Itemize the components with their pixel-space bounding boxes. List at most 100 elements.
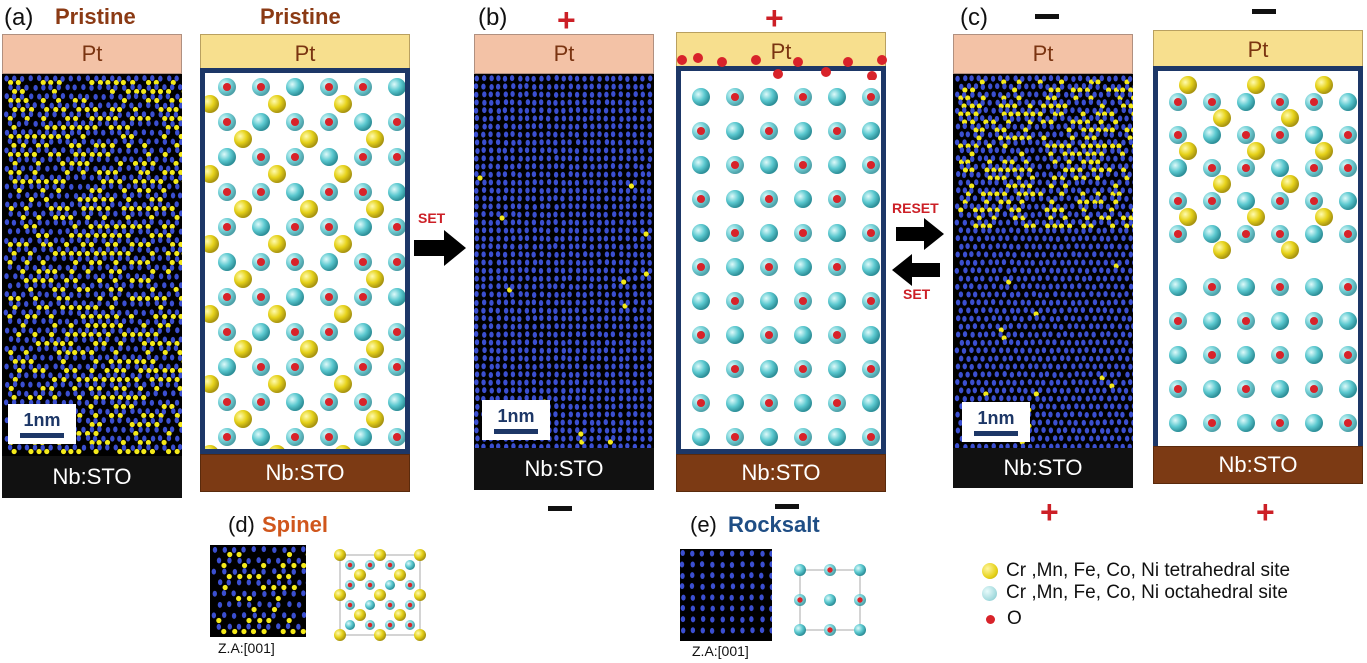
blue-atom-column: [1001, 259, 1007, 266]
blue-atom-column: [1066, 355, 1071, 362]
blue-atom-column: [618, 139, 623, 146]
blue-atom-column: [21, 363, 26, 370]
yellow-atom-column: [170, 313, 176, 320]
blue-atom-column: [1109, 307, 1114, 314]
blue-atom-column: [481, 211, 486, 218]
yellow-atom-column: [987, 191, 993, 197]
blue-atom-column: [1125, 99, 1130, 106]
blue-atom-column: [29, 183, 34, 190]
octahedral-atom: [726, 394, 744, 412]
yellow-atom-column: [132, 160, 139, 167]
blue-atom-column: [1127, 443, 1132, 448]
blue-atom-column: [1102, 211, 1108, 218]
blue-atom-column: [646, 139, 652, 146]
blue-atom-column: [596, 363, 601, 370]
blue-atom-column: [216, 557, 222, 564]
blue-atom-column: [1056, 395, 1062, 402]
blue-atom-column: [958, 355, 964, 362]
oxygen-atom: [324, 117, 334, 127]
blue-atom-column: [632, 307, 637, 314]
blue-atom-column: [619, 387, 624, 394]
blue-atom-column: [597, 91, 602, 98]
blue-atom-column: [509, 75, 515, 82]
blue-atom-column: [1106, 91, 1111, 98]
panel-c-model-bottom-plus-sign: +: [1256, 494, 1275, 530]
blue-atom-column: [553, 147, 558, 154]
blue-atom-column: [597, 123, 602, 130]
blue-atom-column: [639, 187, 645, 194]
blue-atom-column: [525, 123, 530, 130]
blue-atom-column: [1085, 219, 1090, 226]
blue-atom-column: [296, 557, 301, 564]
blue-atom-column: [133, 327, 139, 334]
blue-atom-column: [496, 291, 502, 298]
oxygen-atom: [1173, 97, 1183, 107]
blue-atom-column: [603, 179, 608, 186]
yellow-atom-column: [72, 331, 78, 338]
yellow-atom-column: [1070, 87, 1076, 93]
yellow-atom-column: [174, 412, 180, 419]
yellow-atom-column: [96, 205, 102, 212]
blue-atom-column: [1109, 115, 1115, 122]
blue-atom-column: [640, 179, 645, 186]
yellow-atom-column: [85, 322, 91, 329]
oxygen-atom: [256, 292, 266, 302]
yellow-atom-column: [60, 286, 66, 293]
blue-atom-column: [1124, 259, 1130, 266]
blue-atom-column: [32, 318, 37, 325]
blue-atom-column: [1070, 347, 1075, 354]
yellow-atom-column: [43, 232, 50, 239]
blue-atom-column: [489, 291, 494, 298]
blue-atom-column: [44, 129, 50, 136]
blue-atom-column: [603, 267, 609, 274]
yellow-atom-column: [1030, 111, 1036, 117]
blue-atom-column: [554, 291, 559, 298]
yellow-atom-column: [125, 448, 131, 455]
blue-atom-column: [639, 307, 644, 314]
blue-atom-column: [1048, 427, 1054, 434]
yellow-atom-column: [105, 241, 111, 248]
blue-atom-column: [77, 183, 83, 190]
blue-atom-column: [1124, 115, 1129, 122]
blue-atom-column: [1005, 443, 1010, 448]
blue-atom-column: [582, 283, 587, 290]
yellow-atom-column: [1069, 135, 1075, 141]
blue-atom-column: [1024, 99, 1029, 106]
blue-atom-column: [1066, 99, 1072, 106]
blue-atom-column: [603, 331, 609, 338]
blue-atom-column: [554, 203, 559, 210]
yellow-atom-column: [132, 178, 139, 185]
blue-atom-column: [589, 323, 595, 330]
yellow-atom-column: [117, 358, 123, 365]
blue-atom-column: [553, 427, 558, 434]
blue-atom-column: [24, 210, 30, 217]
blue-atom-column: [7, 282, 13, 289]
blue-atom-column: [121, 120, 126, 127]
yellow-atom-column: [118, 340, 124, 347]
blue-atom-column: [1016, 83, 1022, 90]
blue-atom-column: [625, 323, 631, 330]
yellow-atom-column: [237, 573, 243, 580]
blue-atom-column: [626, 219, 631, 226]
blue-atom-column: [488, 307, 494, 314]
blue-atom-column: [596, 395, 601, 402]
blue-atom-column: [554, 251, 559, 258]
yellow-atom-column: [178, 169, 182, 176]
blue-atom-column: [481, 235, 486, 242]
blue-atom-column: [646, 283, 652, 290]
blue-atom-column: [1102, 83, 1108, 90]
blue-atom-column: [45, 381, 50, 388]
blue-atom-column: [1006, 395, 1011, 402]
blue-atom-column: [980, 83, 986, 90]
blue-atom-column: [17, 156, 22, 163]
blue-atom-column: [976, 139, 982, 146]
blue-atom-column: [1071, 379, 1076, 386]
blue-atom-column: [251, 590, 257, 597]
yellow-atom-column: [169, 403, 175, 410]
blue-atom-column: [1027, 283, 1032, 290]
blue-atom-column: [589, 147, 595, 154]
yellow-atom-column: [1051, 95, 1057, 101]
blue-atom-column: [1048, 75, 1054, 82]
blue-atom-column: [991, 139, 996, 146]
blue-atom-column: [640, 275, 645, 282]
